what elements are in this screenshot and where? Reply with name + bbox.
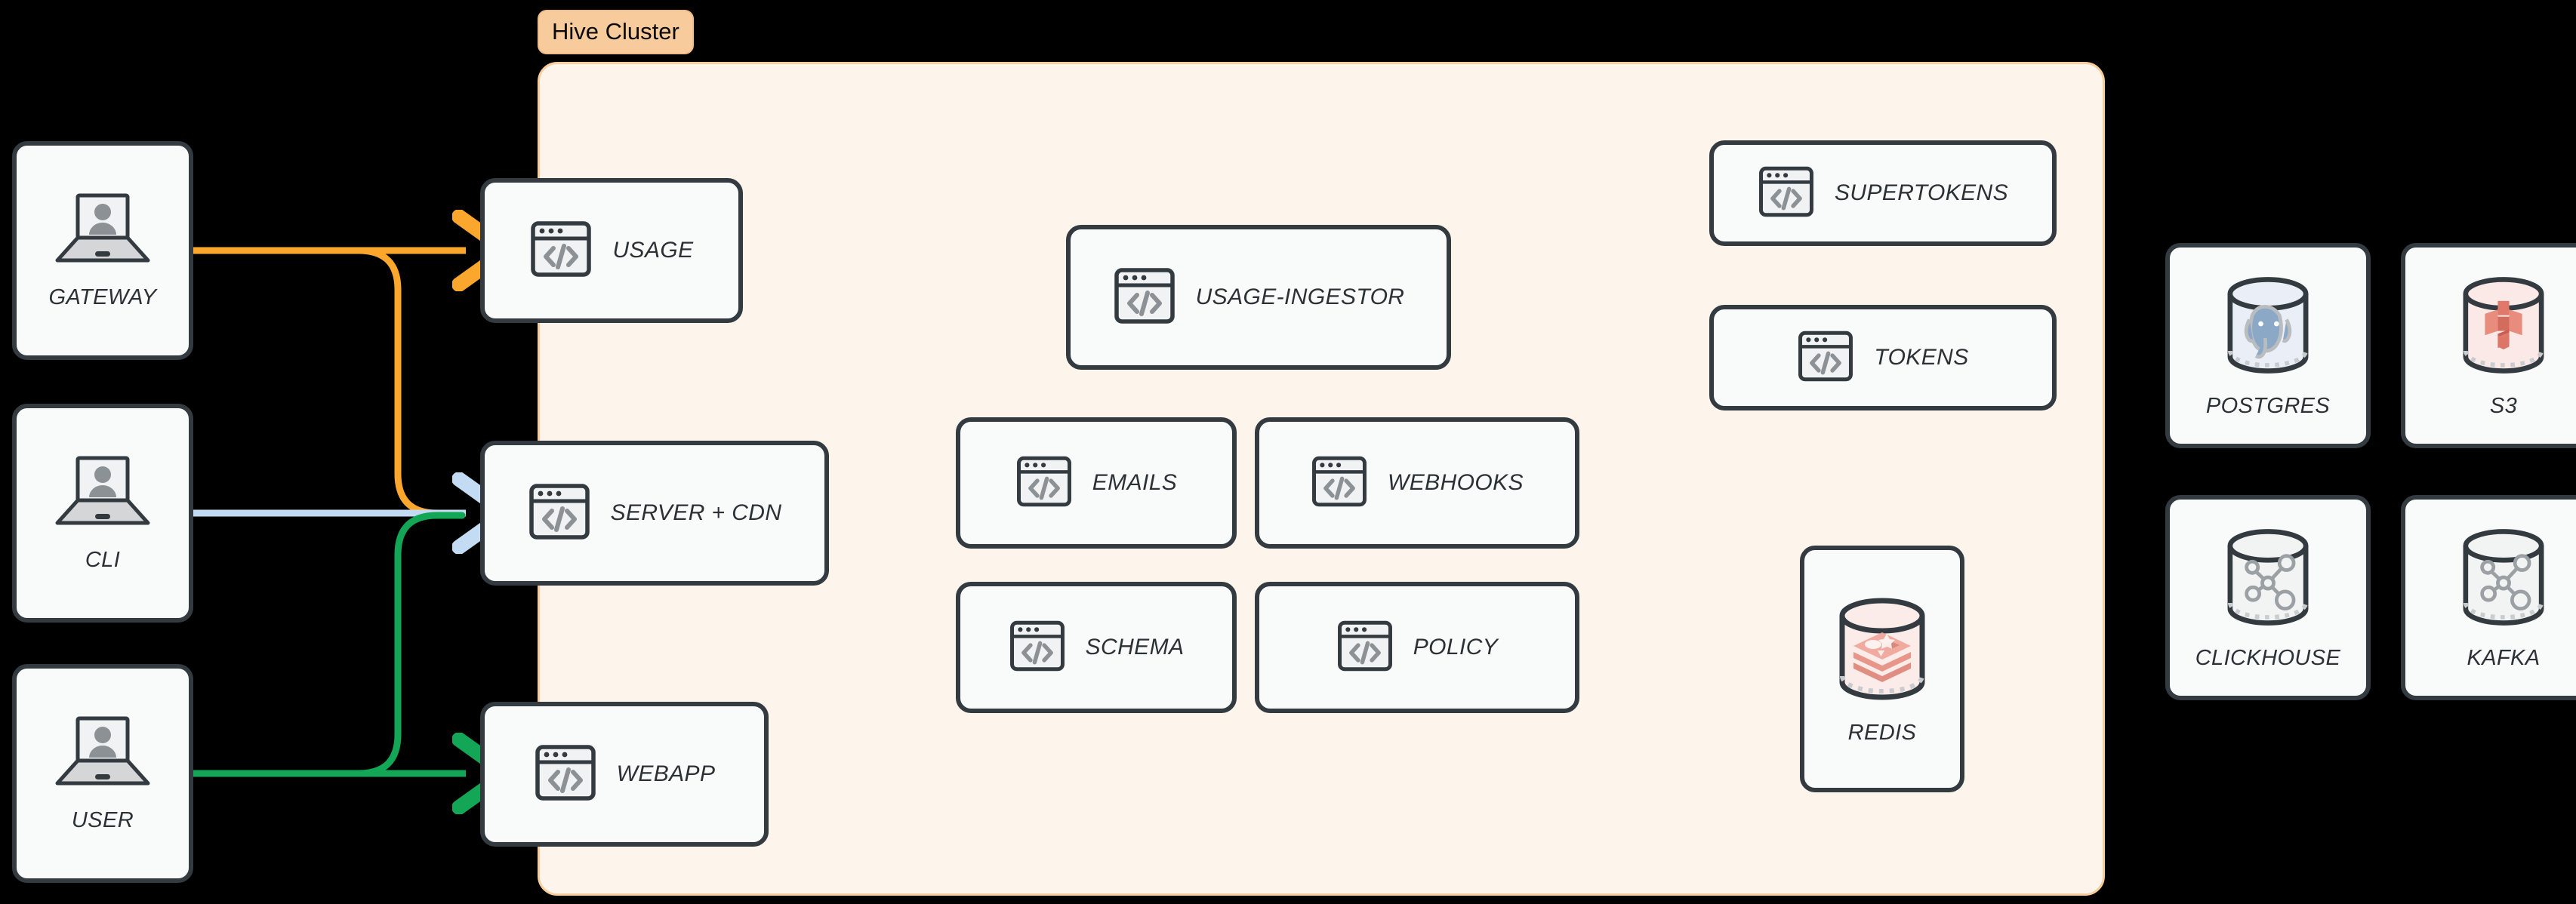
node-user[interactable]: USER — [12, 664, 193, 883]
node-policy[interactable]: POLICY — [1255, 582, 1579, 713]
code-window-icon — [1758, 163, 1815, 224]
node-label: WEBHOOKS — [1388, 470, 1524, 495]
redis-cylinder-icon — [1832, 593, 1932, 709]
node-label: SERVER + CDN — [610, 500, 782, 525]
node-tokens[interactable]: TOKENS — [1709, 305, 2057, 410]
node-kafka[interactable]: KAFKA — [2401, 495, 2576, 700]
node-emails[interactable]: EMAILS — [956, 417, 1237, 549]
node-label: EMAILS — [1092, 470, 1178, 495]
kafka-cylinder-icon — [2454, 524, 2553, 634]
edge-gateway-to-server-cdn — [355, 247, 466, 517]
laptop-user-icon — [53, 454, 153, 536]
node-s3[interactable]: S3 — [2401, 243, 2576, 448]
node-cli[interactable]: CLI — [12, 404, 193, 623]
hive-cluster-badge: Hive Cluster — [538, 10, 694, 54]
node-label: KAFKA — [2467, 646, 2541, 670]
code-window-icon — [1311, 453, 1368, 514]
node-server-cdn[interactable]: SERVER + CDN — [480, 441, 829, 586]
node-schema[interactable]: SCHEMA — [956, 582, 1237, 713]
node-label: USER — [71, 808, 134, 832]
node-postgres[interactable]: POSTGRES — [2165, 243, 2371, 448]
node-redis[interactable]: REDIS — [1800, 546, 1964, 792]
code-window-icon — [528, 480, 591, 547]
node-label: WEBAPP — [616, 761, 716, 786]
node-clickhouse[interactable]: CLICKHOUSE — [2165, 495, 2371, 700]
code-window-icon — [529, 217, 593, 284]
code-window-icon — [1009, 617, 1066, 678]
node-webapp[interactable]: WEBAPP — [480, 702, 769, 847]
node-label: CLICKHOUSE — [2195, 646, 2341, 670]
node-gateway[interactable]: GATEWAY — [12, 141, 193, 360]
node-supertokens[interactable]: SUPERTOKENS — [1709, 140, 2057, 246]
clickhouse-cylinder-icon — [2219, 524, 2317, 634]
node-webhooks[interactable]: WEBHOOKS — [1255, 417, 1579, 549]
code-window-icon — [534, 741, 597, 808]
node-label: GATEWAY — [48, 285, 157, 309]
laptop-user-icon — [53, 714, 153, 796]
node-label: POLICY — [1413, 635, 1499, 660]
node-label: POSTGRES — [2205, 394, 2331, 418]
s3-cylinder-icon — [2454, 272, 2553, 382]
node-usage-ingestor[interactable]: USAGE-INGESTOR — [1066, 225, 1451, 370]
postgres-cylinder-icon — [2219, 272, 2317, 382]
code-window-icon — [1113, 264, 1176, 331]
node-label: S3 — [2489, 394, 2518, 418]
node-label: TOKENS — [1874, 345, 1969, 370]
laptop-user-icon — [53, 191, 153, 273]
code-window-icon — [1797, 327, 1854, 389]
node-label: SCHEMA — [1085, 635, 1185, 660]
node-label: USAGE — [612, 238, 694, 263]
node-label: CLI — [85, 548, 121, 572]
code-window-icon — [1015, 453, 1073, 514]
code-window-icon — [1336, 617, 1394, 678]
node-label: SUPERTOKENS — [1834, 180, 2009, 205]
edge-user-to-server-cdn — [355, 512, 466, 777]
node-usage[interactable]: USAGE — [480, 178, 743, 323]
node-label: REDIS — [1847, 720, 1917, 745]
node-label: USAGE-INGESTOR — [1195, 284, 1405, 309]
